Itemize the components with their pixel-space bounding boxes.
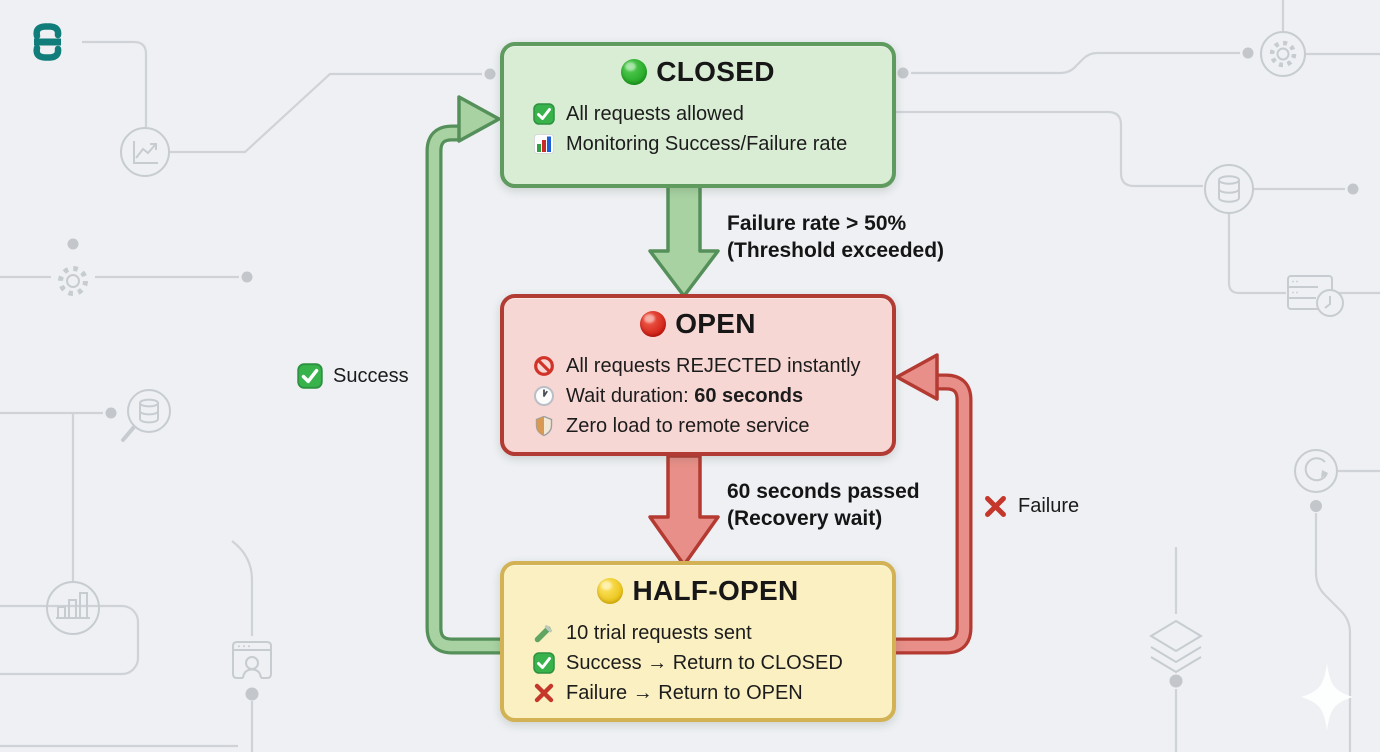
state-title-row: CLOSED <box>504 56 892 88</box>
state-item-list: 10 trial requests sent Success → Return … <box>504 618 892 708</box>
state-box-closed: CLOSED All requests allowed Monitoring S… <box>500 42 896 188</box>
bar-chart-icon <box>534 134 554 154</box>
failure-edge-label: Failure <box>983 494 1079 519</box>
list-item: Failure → Return to OPEN <box>533 678 892 708</box>
item-text: 10 trial requests sent <box>566 621 752 644</box>
list-item: Zero load to remote service <box>533 411 892 441</box>
state-item-list: All requests REJECTED instantly Wait dur… <box>504 351 892 441</box>
transition-label-recovery-wait: 60 seconds passed (Recovery wait) <box>727 480 920 530</box>
x-icon <box>985 496 1006 517</box>
search-database-icon <box>121 389 171 442</box>
closed-to-open-arrow <box>648 184 720 298</box>
success-edge-label: Success <box>297 363 409 389</box>
item-text: Monitoring Success/Failure rate <box>566 132 848 155</box>
failure-return-arrow <box>890 353 973 655</box>
bar-chart-circle-icon <box>46 581 100 635</box>
shield-icon <box>535 415 553 437</box>
yellow-circle-icon <box>597 578 624 604</box>
state-title-row: HALF-OPEN <box>504 575 892 607</box>
state-title-row: OPEN <box>504 308 892 340</box>
state-item-list: All requests allowed Monitoring Success/… <box>504 99 892 159</box>
red-circle-icon <box>640 311 667 337</box>
x-icon <box>534 683 554 703</box>
success-return-arrow <box>425 95 506 655</box>
state-box-half-open: HALF-OPEN 10 trial requests sent Success… <box>500 561 896 722</box>
circuit-dots <box>67 47 1359 701</box>
list-item: Monitoring Success/Failure rate <box>533 129 892 159</box>
gear-circle-icon <box>1260 31 1306 77</box>
list-item: All requests REJECTED instantly <box>533 351 892 381</box>
sparkle-icon <box>1301 663 1353 731</box>
no-entry-icon <box>534 356 554 376</box>
item-text: All requests REJECTED instantly <box>566 354 861 377</box>
hexagon-h-logo <box>33 23 62 61</box>
check-icon <box>533 103 555 125</box>
list-item: All requests allowed <box>533 99 892 129</box>
refresh-icon <box>1294 449 1338 493</box>
server-clock-icon <box>1287 275 1344 317</box>
state-title: CLOSED <box>656 56 775 87</box>
green-circle-icon <box>621 59 648 85</box>
layers-icon <box>1149 619 1203 674</box>
state-title: OPEN <box>675 308 756 339</box>
list-item: Wait duration: 60 seconds <box>533 381 892 411</box>
item-text: Wait duration: 60 seconds <box>566 384 804 407</box>
item-text: All requests allowed <box>566 102 744 125</box>
item-text: Zero load to remote service <box>566 414 810 437</box>
test-tube-icon <box>534 625 553 643</box>
state-title: HALF-OPEN <box>632 575 799 606</box>
list-item: Success → Return to CLOSED <box>533 648 892 678</box>
transition-label-failure-threshold: Failure rate > 50% (Threshold exceeded) <box>727 212 945 262</box>
item-text: Success → Return to CLOSED <box>566 651 843 674</box>
clock-icon <box>534 386 554 406</box>
line-chart-icon <box>120 127 170 177</box>
browser-user-icon <box>232 641 272 679</box>
gear-icon <box>58 266 88 296</box>
state-box-open: OPEN All requests REJECTED instantly Wai… <box>500 294 896 456</box>
check-icon <box>297 363 323 389</box>
open-to-half-open-arrow <box>648 454 720 567</box>
list-item: 10 trial requests sent <box>533 618 892 648</box>
database-icon <box>1204 164 1254 214</box>
item-text: Failure → Return to OPEN <box>566 681 803 704</box>
check-icon <box>533 652 555 674</box>
